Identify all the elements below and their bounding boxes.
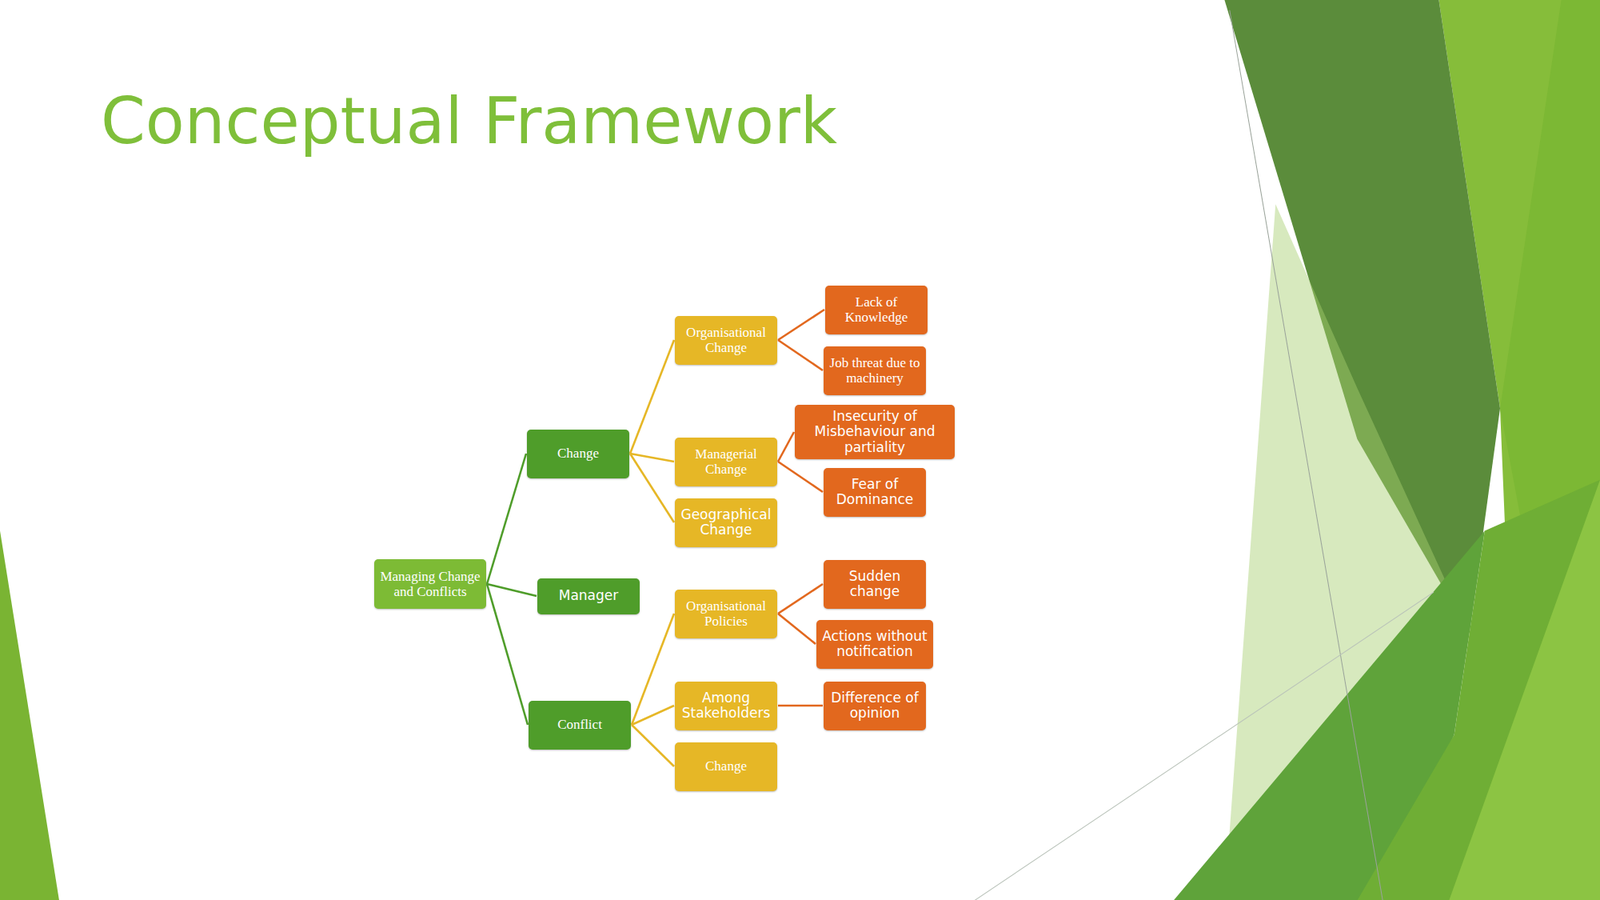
process-box: Change [674, 742, 778, 791]
box-label: Geographical Change [679, 506, 773, 538]
box-label: Among Stakeholders [679, 690, 773, 721]
connector-line [631, 724, 675, 767]
connector-line [778, 613, 816, 644]
connector-line [778, 704, 823, 707]
connector-line [630, 339, 675, 454]
box-label: Managing Change and Conflicts [379, 568, 482, 599]
process-box: Managing Change and Conflicts [374, 558, 487, 609]
slide-title: Conceptual Framework [100, 83, 838, 160]
process-box: Difference of opinion [823, 681, 926, 731]
box-label: Manager [542, 587, 635, 603]
process-box: Manager [537, 578, 640, 615]
box-label: Organisational Policies [679, 598, 773, 629]
box-label: Conflict [533, 716, 627, 732]
connector-line [778, 309, 825, 340]
process-box: Change [526, 429, 630, 479]
box-label: Sudden change [828, 568, 922, 599]
box-label: Change [531, 445, 625, 461]
box-label: Managerial Change [679, 446, 773, 477]
process-box: Geographical Change [674, 498, 778, 547]
connector-line [486, 583, 537, 596]
thin-line [974, 591, 1434, 900]
right-shard [1356, 479, 1600, 900]
left-shard [0, 530, 60, 900]
box-label: Organisational Change [679, 324, 773, 356]
title-text: Conceptual Framework [100, 83, 838, 160]
process-box: Sudden change [823, 559, 926, 609]
right-shard [1448, 479, 1600, 900]
process-box: Managerial Change [674, 437, 778, 487]
process-box: Insecurity of Misbehaviour and partialit… [794, 404, 955, 459]
box-label: Fear of Dominance [828, 476, 922, 507]
process-box: Organisational Change [674, 315, 778, 365]
process-box: Among Stakeholders [674, 681, 778, 731]
process-box: Job threat due to machinery [823, 346, 926, 396]
process-box: Organisational Policies [674, 589, 778, 639]
connector-line [486, 453, 527, 584]
connector-line [631, 613, 675, 725]
connector-line [630, 453, 675, 462]
box-label: Difference of opinion [828, 690, 922, 721]
box-label: Change [679, 758, 773, 774]
box-label: Job threat due to machinery [828, 355, 922, 386]
process-box: Actions without notification [816, 619, 934, 669]
process-box: Lack of Knowledge [825, 285, 928, 335]
connector-line [630, 453, 675, 523]
right-shard [1500, 0, 1600, 572]
connector-line [778, 339, 823, 371]
box-label: Lack of Knowledge [829, 294, 923, 325]
process-box: Conflict [528, 700, 631, 750]
connector-line [778, 461, 823, 492]
connector-line [486, 583, 528, 725]
connector-line [778, 431, 795, 462]
box-label: Insecurity of Misbehaviour and partialit… [799, 408, 950, 455]
thin-line [1229, 10, 1383, 900]
connector-line [631, 705, 675, 725]
connector-line [778, 583, 823, 614]
box-label: Actions without notification [821, 628, 929, 659]
process-box: Fear of Dominance [823, 467, 926, 517]
